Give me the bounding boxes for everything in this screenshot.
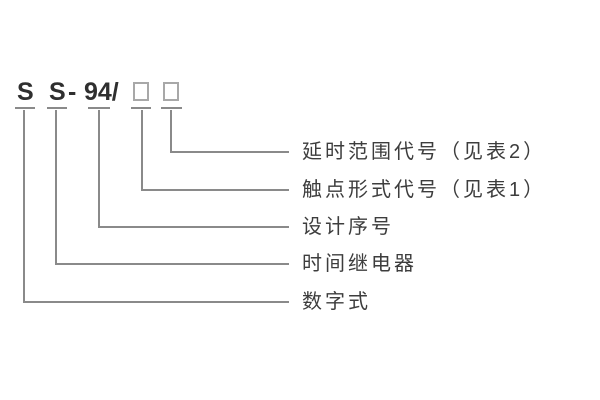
connector-design-serial-vertical xyxy=(98,110,100,228)
underline-delay-box xyxy=(161,107,182,109)
model-code-letter-2: S xyxy=(49,78,66,106)
connector-time-relay-vertical xyxy=(55,110,57,265)
underline-contact-box xyxy=(131,107,151,109)
placeholder-box-contact-code xyxy=(133,82,149,101)
underline-letter-2 xyxy=(47,107,67,109)
connector-digital-type-vertical xyxy=(23,110,25,303)
placeholder-box-delay-code xyxy=(163,82,179,101)
underline-letter-1 xyxy=(15,107,35,109)
connector-contact-form-horizontal xyxy=(141,189,289,191)
label-design-serial: 设计序号 xyxy=(302,216,394,238)
connector-digital-type-horizontal xyxy=(23,301,289,303)
label-contact-form-code: 触点形式代号（见表1） xyxy=(302,179,547,201)
model-code-letter-1: S xyxy=(17,78,34,106)
model-code-series-number: 94/ xyxy=(84,78,119,106)
label-digital-type: 数字式 xyxy=(302,291,371,313)
connector-contact-form-vertical xyxy=(141,110,143,191)
connector-delay-range-horizontal xyxy=(170,151,289,153)
label-time-relay: 时间继电器 xyxy=(302,253,417,275)
connector-delay-range-vertical xyxy=(170,110,172,153)
model-code-separator: - xyxy=(68,78,77,106)
connector-design-serial-horizontal xyxy=(98,226,289,228)
underline-series-number xyxy=(88,107,110,109)
connector-time-relay-horizontal xyxy=(55,263,289,265)
label-delay-range-code: 延时范围代号（见表2） xyxy=(302,141,547,163)
